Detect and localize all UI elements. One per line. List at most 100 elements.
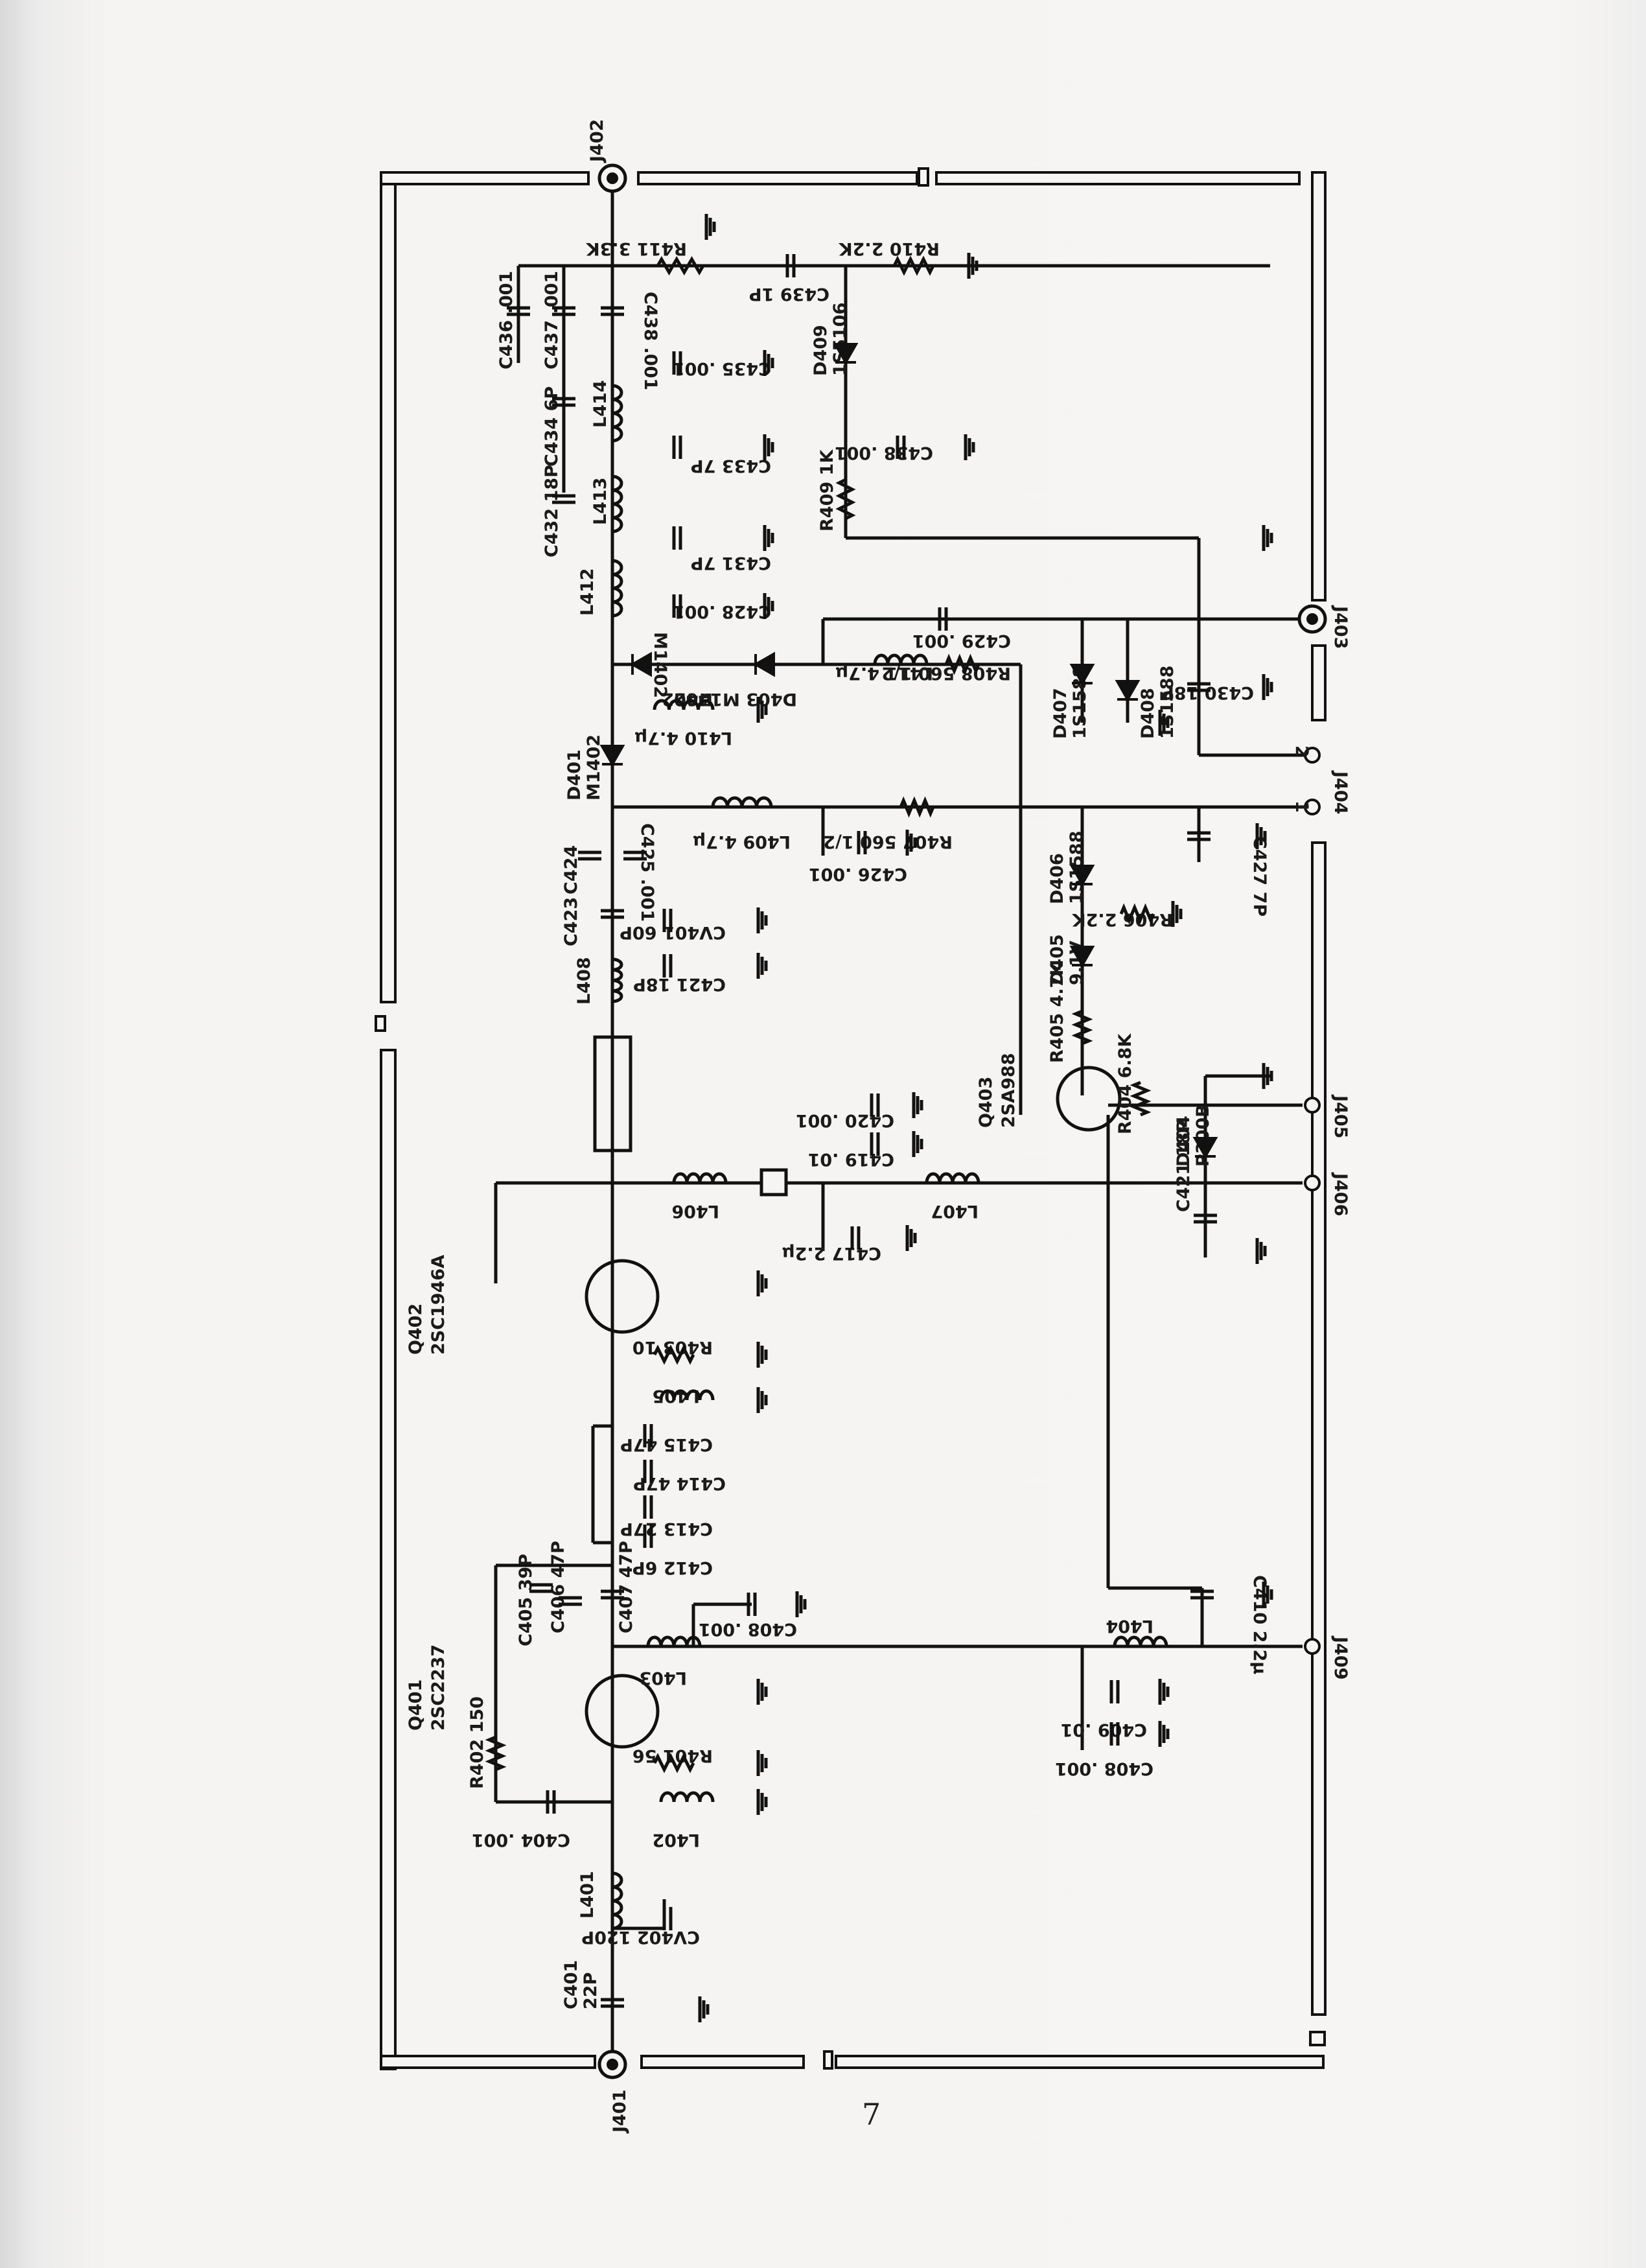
ground-symbol-c410: [1158, 1679, 1170, 1705]
diode-d402: [629, 651, 652, 677]
capacitor-c414: [643, 1460, 653, 1483]
resistor-r406: [1119, 903, 1155, 925]
diode-d407: [1069, 664, 1095, 686]
label-r405: R405 4.7K: [1047, 962, 1067, 1063]
label-l403: L403: [639, 1668, 687, 1688]
capacitor-c419: [870, 1093, 880, 1117]
label-l410: L410 4.7μ: [634, 728, 732, 748]
ground-symbol-q402: [756, 1270, 768, 1296]
capacitor-c438: [896, 436, 906, 459]
label-d404-ref: D404: [1174, 1116, 1194, 1167]
capacitor-c439: [785, 254, 796, 277]
resistor-r411: [656, 256, 705, 275]
ground-symbol-c409: [1158, 1721, 1170, 1747]
label-r402: R402 150: [467, 1696, 487, 1789]
label-c406: C406 47P: [548, 1541, 568, 1633]
label-c434: C435 .001: [673, 358, 771, 379]
capacitor-c430: [672, 526, 682, 550]
label-j401: J401: [610, 2090, 630, 2134]
diode-d409: [833, 343, 859, 366]
label-c424: C425 .001: [637, 823, 657, 922]
capacitor-c437: [601, 306, 624, 316]
resistor-r402: [485, 1735, 507, 1771]
inductor-l409: [711, 796, 773, 808]
diode-d405: [1069, 946, 1095, 968]
ferrite-bead: [759, 1168, 788, 1197]
capacitor-c418: [870, 1132, 880, 1156]
ground-symbol-c417: [905, 1225, 917, 1251]
page-number: 7: [862, 2097, 881, 2132]
ground-symbol-j403: [1262, 525, 1273, 551]
label-q401-part: 2SC2237: [428, 1644, 448, 1731]
label-l414: L414: [590, 380, 610, 428]
label-c432: C433 7P: [691, 456, 771, 476]
label-c415: C415 47P: [620, 1434, 713, 1455]
label-q402-ref: Q402: [406, 1304, 426, 1355]
resistor-r410: [892, 255, 935, 276]
ground-symbol-l405: [756, 1387, 768, 1413]
capacitor-c436: [552, 306, 575, 316]
capacitor-c409: [1109, 1722, 1120, 1746]
label-c428: C429 .001: [912, 631, 1011, 651]
resistor-r403: [653, 1344, 695, 1365]
capacitor-c405: [529, 1583, 553, 1593]
label-d409-ref: D409: [811, 325, 831, 376]
label-c430: C431 7P: [691, 553, 771, 573]
ground-symbol-j401: [698, 1996, 710, 2022]
capacitor-c423: [601, 909, 624, 919]
capacitor-c415: [643, 1424, 653, 1447]
label-r409: R409 1K: [817, 449, 837, 532]
ground-symbol-cv401: [756, 907, 768, 933]
ground-symbol-c430: [763, 525, 774, 551]
label-r411: R411 3.3K: [586, 239, 687, 259]
label-c437: C438 .001: [640, 292, 660, 390]
coax-jack-j403: [1297, 604, 1327, 634]
capacitor-c425: [857, 831, 867, 854]
inductor-l401: [612, 1871, 623, 1930]
capacitor-c420: [1194, 1213, 1217, 1224]
ground-symbol-l402: [756, 1789, 768, 1815]
capacitor-c407: [601, 1589, 624, 1600]
capacitor-c404: [546, 1790, 556, 1814]
diode-d406: [1069, 865, 1095, 887]
ground-symbol-c432: [763, 434, 774, 460]
label-c410: C409 .01: [1061, 1720, 1147, 1740]
ground-symbol-c419: [912, 1092, 923, 1118]
capacitor-c408: [747, 1593, 757, 1616]
capacitor-c421: [662, 954, 673, 977]
ground-symbol-r410: [967, 253, 979, 279]
inductor-l412: [612, 559, 623, 618]
label-l409: L409 4.7μ: [693, 832, 791, 852]
diode-d401: [599, 745, 625, 767]
capacitor-c432: [672, 436, 682, 459]
terminal-j405: [1304, 1097, 1321, 1114]
capacitor-c431: [552, 494, 575, 504]
label-r407: R407 560 1/2: [823, 832, 953, 852]
resistor-r404: [1130, 1081, 1152, 1117]
label-c426: C427 7P: [1249, 836, 1269, 917]
label-c404: C404 .001: [472, 1830, 570, 1850]
inductor-l410: [653, 699, 715, 710]
label-c421: C421 18P: [633, 974, 726, 994]
label-c436: C437 .001: [542, 271, 562, 369]
label-c408: C408 .001: [699, 1619, 797, 1639]
label-c438: C438 .001: [835, 443, 933, 463]
label-c405: C405 39P: [516, 1554, 536, 1646]
terminal-j404-2: [1304, 747, 1321, 764]
resistor-r408: [944, 653, 980, 675]
label-c431: C432 18P: [542, 465, 562, 557]
ground-symbol-c411: [1262, 1582, 1273, 1607]
ground-symbol-c418: [912, 1131, 923, 1157]
capacitor-c412: [643, 1525, 653, 1548]
label-d401-part: M1402: [584, 734, 604, 801]
resistor-r407: [899, 796, 935, 818]
inductor-l411: [873, 653, 929, 665]
coax-jack-j401: [597, 2050, 627, 2079]
inductor-l404: [1113, 1635, 1168, 1647]
label-l412: L412: [577, 568, 597, 616]
ground-symbol-c427: [763, 593, 774, 619]
ground-symbol-c425: [905, 830, 917, 856]
capacitor-c428: [938, 607, 948, 631]
capacitor-c434: [672, 351, 682, 375]
